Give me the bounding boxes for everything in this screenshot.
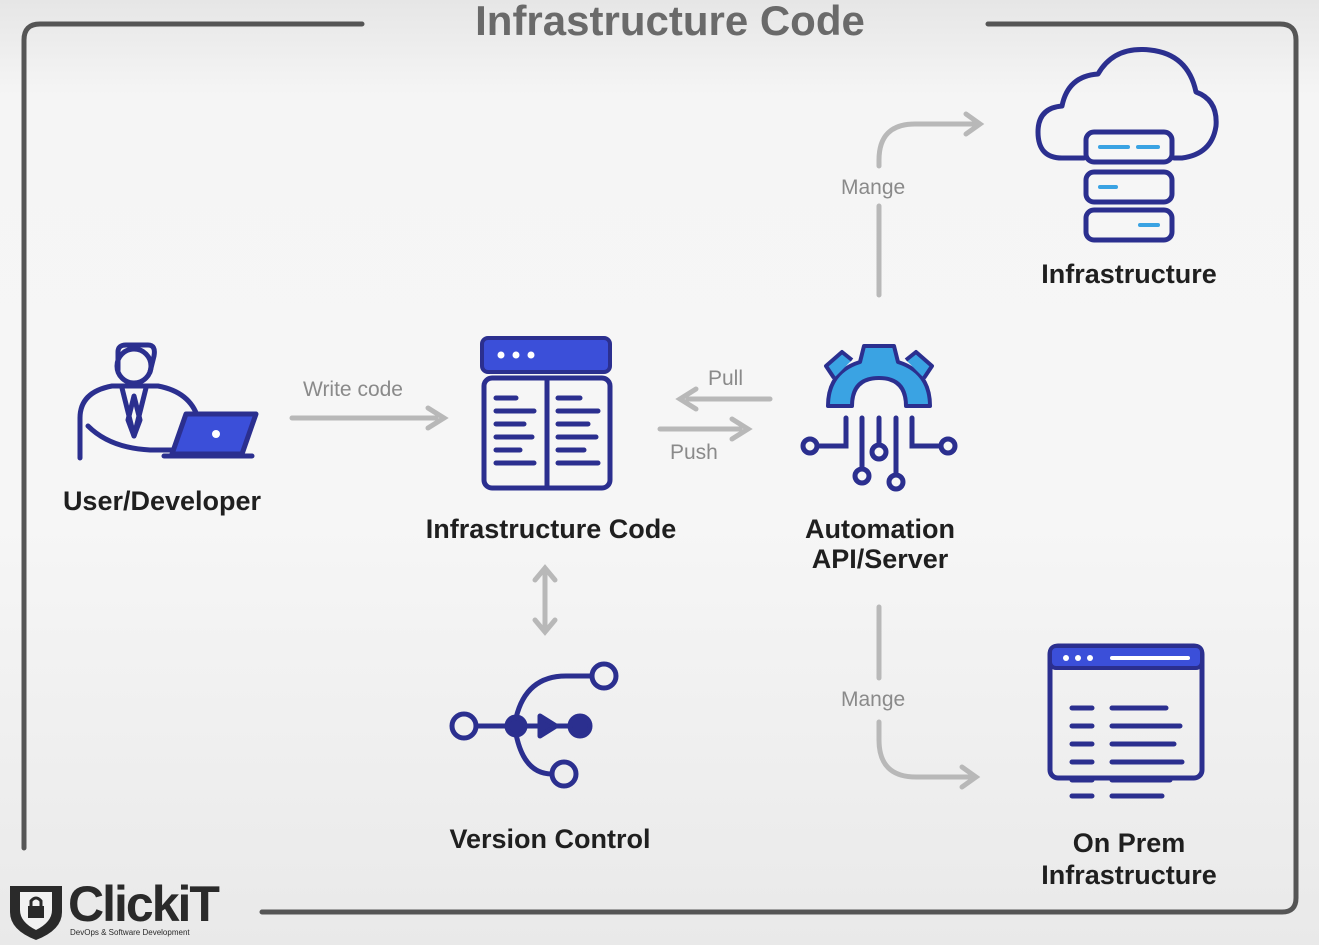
onprem-label-line1: On Prem (1072, 828, 1186, 858)
arrow-pull (675, 386, 773, 412)
logo-tagline: DevOps & Software Development (70, 928, 190, 937)
frame (21, 21, 1299, 915)
onprem-label-line2: Infrastructure (1041, 860, 1217, 890)
infrastructure-label: Infrastructure (1041, 259, 1217, 289)
arrow-push (657, 416, 753, 442)
clickit-logo: ClickiT DevOps & Software Development (6, 876, 256, 942)
gear-circuit-icon (800, 344, 958, 492)
clickit-shield-icon (10, 886, 62, 940)
developer-label: User/Developer (62, 486, 262, 516)
automation-label-line1: Automation (805, 514, 955, 544)
logo-wordmark: ClickiT (68, 876, 220, 932)
write-code-label: Write code (303, 378, 403, 401)
diagram-title: Infrastructure Code (475, 0, 865, 44)
pull-label: Pull (708, 367, 744, 390)
arrow-manage-cloud (876, 111, 985, 298)
developer-laptop-icon (77, 342, 259, 461)
git-branch-icon (449, 661, 619, 789)
server-list-window-icon (1047, 643, 1205, 799)
code-document-icon (480, 336, 613, 491)
automation-label-line2: API/Server (811, 544, 949, 574)
arrow-manage-onprem (876, 604, 981, 790)
arrow-write-code (289, 405, 449, 431)
manage-cloud-label: Mange (841, 176, 906, 199)
arrow-version-control (532, 564, 558, 636)
version-control-label: Version Control (449, 824, 651, 854)
push-label: Push (670, 441, 718, 464)
infra-code-label: Infrastructure Code (425, 514, 677, 544)
manage-onprem-label: Mange (841, 688, 906, 711)
cloud-server-icon (1035, 47, 1219, 243)
